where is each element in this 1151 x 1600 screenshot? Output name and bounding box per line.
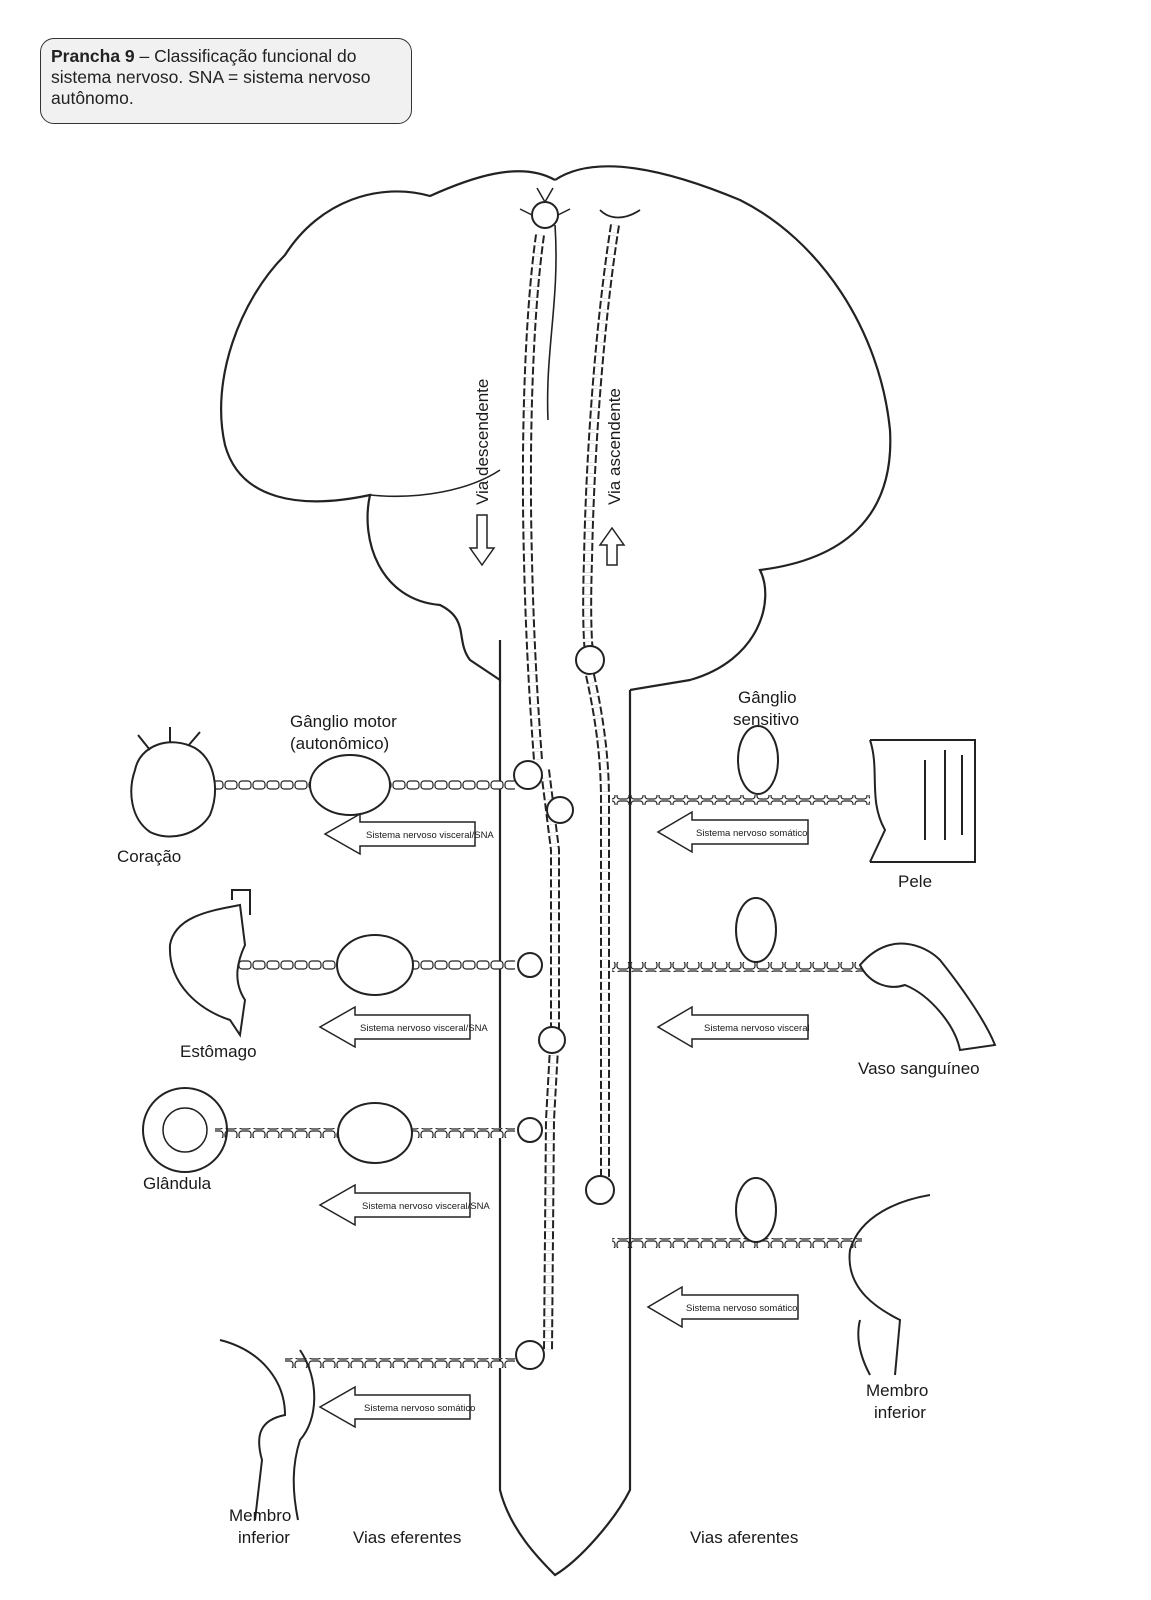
arrow-right-1: Sistema nervoso somático	[656, 810, 809, 854]
motor-chain	[513, 760, 574, 1370]
arrow-left-3-label: Sistema nervoso visceral/SNA	[362, 1201, 490, 1212]
arrow-right-3: Sistema nervoso somático	[646, 1285, 799, 1329]
skin-icon	[869, 739, 976, 863]
leg-right-icon	[848, 1194, 931, 1376]
ganglio-motor-label-1: Gânglio motor	[290, 712, 397, 731]
down-arrow-icon	[468, 514, 496, 567]
stomach-icon	[168, 889, 251, 1038]
coracao-label: Coração	[117, 847, 181, 866]
sensory-ganglion-1	[737, 725, 779, 795]
motor-ganglion-3	[337, 1102, 413, 1164]
figure-caption: Prancha 9 – Classificação funcional do s…	[40, 38, 412, 124]
motor-ganglion-1	[309, 754, 391, 816]
membro-right-label-2: inferior	[874, 1403, 926, 1422]
arrow-right-2-label: Sistema nervoso visceral	[704, 1023, 810, 1034]
caption-bold: Prancha 9	[51, 46, 135, 66]
vessel-icon	[858, 942, 997, 1052]
ganglio-sensitivo-label-2: sensitivo	[733, 710, 799, 729]
descending-tract	[519, 187, 571, 761]
arrow-right-2: Sistema nervoso visceral	[656, 1005, 810, 1049]
via-descendente-label: Via descendente	[473, 379, 492, 505]
membro-left-label-2: inferior	[238, 1528, 290, 1547]
sensory-ganglion-2	[735, 897, 777, 963]
sensory-ganglion-3	[735, 1177, 777, 1243]
glandula-label: Glândula	[143, 1174, 212, 1193]
ganglio-sensitivo-label-1: Gânglio	[738, 688, 797, 707]
pele-label: Pele	[898, 872, 932, 891]
brain-outline	[220, 165, 892, 692]
cerebral-fissure	[546, 224, 557, 421]
arrow-left-1: Sistema nervoso visceral/SNA	[323, 812, 494, 856]
vaso-label: Vaso sanguíneo	[858, 1059, 980, 1078]
ascending-tract	[575, 209, 641, 1205]
arrow-left-1-label: Sistema nervoso visceral/SNA	[366, 830, 494, 841]
caption-text: – Classificação funcional do sistema ner…	[51, 46, 371, 108]
motor-ganglion-2	[336, 934, 414, 996]
arrow-left-3: Sistema nervoso visceral/SNA	[318, 1183, 490, 1227]
vias-aferentes-label: Vias aferentes	[690, 1528, 798, 1547]
vias-eferentes-label: Vias eferentes	[353, 1528, 461, 1547]
membro-left-label-1: Membro	[229, 1506, 291, 1525]
spinal-cord-outline	[498, 680, 632, 1577]
via-ascendente-label: Via ascendente	[605, 388, 624, 505]
efferent-fibers	[215, 754, 515, 1368]
heart-icon	[130, 727, 216, 838]
up-arrow-icon	[598, 526, 626, 566]
arrow-right-1-label: Sistema nervoso somático	[696, 828, 807, 839]
membro-right-label-1: Membro	[866, 1381, 928, 1400]
arrow-left-4: Sistema nervoso somático	[318, 1385, 475, 1429]
estomago-label: Estômago	[180, 1042, 257, 1061]
afferent-fibers	[612, 725, 872, 1248]
arrow-left-2: Sistema nervoso visceral/SNA	[318, 1005, 488, 1049]
gland-icon	[142, 1087, 228, 1173]
leg-left-icon	[219, 1339, 316, 1521]
arrow-right-3-label: Sistema nervoso somático	[686, 1303, 797, 1314]
ganglio-motor-label-2: (autonômico)	[290, 734, 389, 753]
arrow-left-4-label: Sistema nervoso somático	[364, 1403, 475, 1414]
arrow-left-2-label: Sistema nervoso visceral/SNA	[360, 1023, 488, 1034]
cerebellum-line	[369, 469, 501, 498]
